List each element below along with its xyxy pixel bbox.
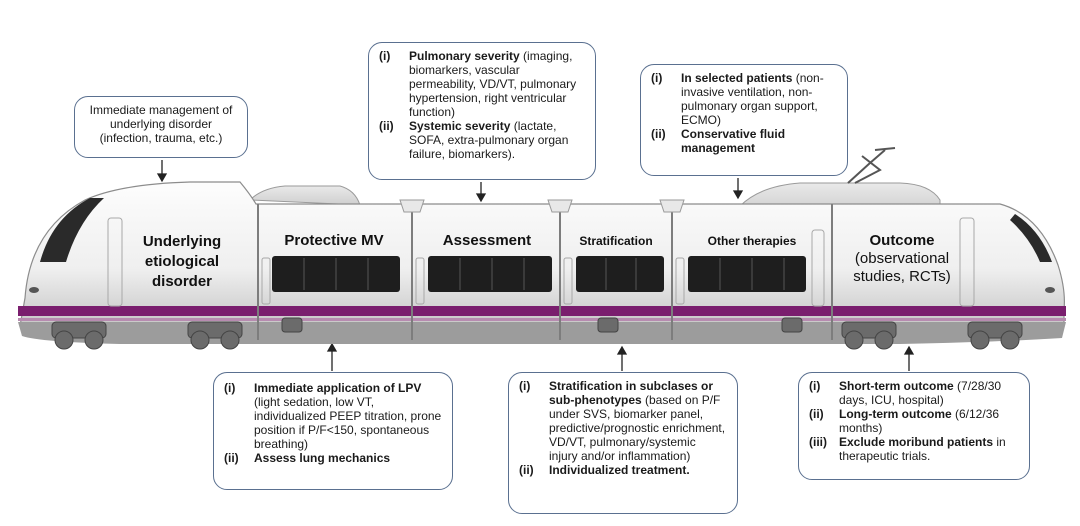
list-item: (i) Pulmonary severity (imaging, biomarke… <box>379 49 585 119</box>
item-detail: in therapeutic trials. <box>839 435 1006 463</box>
list-item: (iii) Exclude moribund patients in therap… <box>809 435 1019 463</box>
list-item: (i) Short-term outcome (7/28/30 days, ICU… <box>809 379 1019 407</box>
item-heading: Long-term outcome <box>839 407 952 421</box>
assessment-box: (i) Pulmonary severity (imaging, biomarke… <box>368 42 596 180</box>
list-item: (ii) Assess lung mechanics <box>224 451 442 465</box>
item-detail: (6/12/36 months) <box>839 407 1000 435</box>
car-label-underlying: Underlying etiological disorder <box>142 233 222 290</box>
item-heading: Short-term outcome <box>839 379 954 393</box>
item-heading: Stratification in subclases or sub-pheno… <box>549 379 714 407</box>
item-detail: (based on P/F under SVS, biomarker panel… <box>549 393 726 463</box>
car-dividers <box>257 204 833 340</box>
item-number: (iii) <box>809 435 827 449</box>
stratification-box: (i) Stratification in subclases or sub-ph… <box>508 372 738 514</box>
item-number: (ii) <box>809 407 824 421</box>
item-heading: Assess lung mechanics <box>254 451 391 465</box>
list-item: (ii) Long-term outcome (6/12/36 months) <box>809 407 1019 435</box>
window-bands <box>272 256 806 292</box>
car-label-protective-mv: Protective MV <box>284 232 384 249</box>
bogies <box>51 317 1023 350</box>
item-number: (i) <box>651 71 663 85</box>
item-number: (i) <box>809 379 821 393</box>
car-label-outcome: Outcome (observational studies, RCTs) <box>853 232 951 285</box>
item-detail: (imaging, biomarkers, vascular permeabil… <box>409 49 577 119</box>
car-label-assessment: Assessment <box>442 232 532 249</box>
item-number: (i) <box>224 381 236 395</box>
item-number: (ii) <box>651 127 666 141</box>
car-label-stratification: Stratification <box>579 234 653 248</box>
item-number: (i) <box>379 49 391 63</box>
item-number: (ii) <box>379 119 394 133</box>
item-detail: (lactate, SOFA, extra-pulmonary organ fa… <box>409 119 569 161</box>
connector-arrows <box>156 160 915 371</box>
list-item: (ii) Individualized treatment. <box>519 463 727 477</box>
list-item: (i) Stratification in subclases or sub-ph… <box>519 379 727 463</box>
outcome-box: (i) Short-term outcome (7/28/30 days, ICU… <box>798 372 1030 480</box>
underlying-management-box: Immediate management of underlying disor… <box>74 96 248 158</box>
item-detail: (7/28/30 days, ICU, hospital) <box>839 379 1002 407</box>
item-heading: Pulmonary severity <box>409 49 520 63</box>
item-heading: Immediate application of LPV <box>254 381 422 395</box>
item-number: (ii) <box>224 451 239 465</box>
list-item: (ii) Systemic severity (lactate, SOFA, ex… <box>379 119 585 161</box>
item-heading: Exclude moribund patients <box>839 435 994 449</box>
item-detail: (light sedation, low VT, individualized … <box>254 395 442 451</box>
item-heading: In selected patients <box>681 71 793 85</box>
item-number: (ii) <box>519 463 534 477</box>
item-heading: Conservative fluid management <box>681 127 786 155</box>
item-detail: (non-invasive ventilation, non-pulmonary… <box>681 71 824 127</box>
list-item: (i) In selected patients (non-invasive ve… <box>651 71 837 127</box>
item-number: (i) <box>519 379 531 393</box>
list-item: (ii) Conservative fluid management <box>651 127 837 155</box>
protective-mv-box: (i) Immediate application of LPV (light s… <box>213 372 453 490</box>
pantograph <box>847 147 896 184</box>
item-heading: Systemic severity <box>409 119 511 133</box>
car-label-other-therapies: Other therapies <box>707 234 797 248</box>
list-item: (i) Immediate application of LPV (light s… <box>224 381 442 451</box>
item-heading: Individualized treatment. <box>549 463 690 477</box>
other-therapies-box: (i) In selected patients (non-invasive ve… <box>640 64 848 176</box>
